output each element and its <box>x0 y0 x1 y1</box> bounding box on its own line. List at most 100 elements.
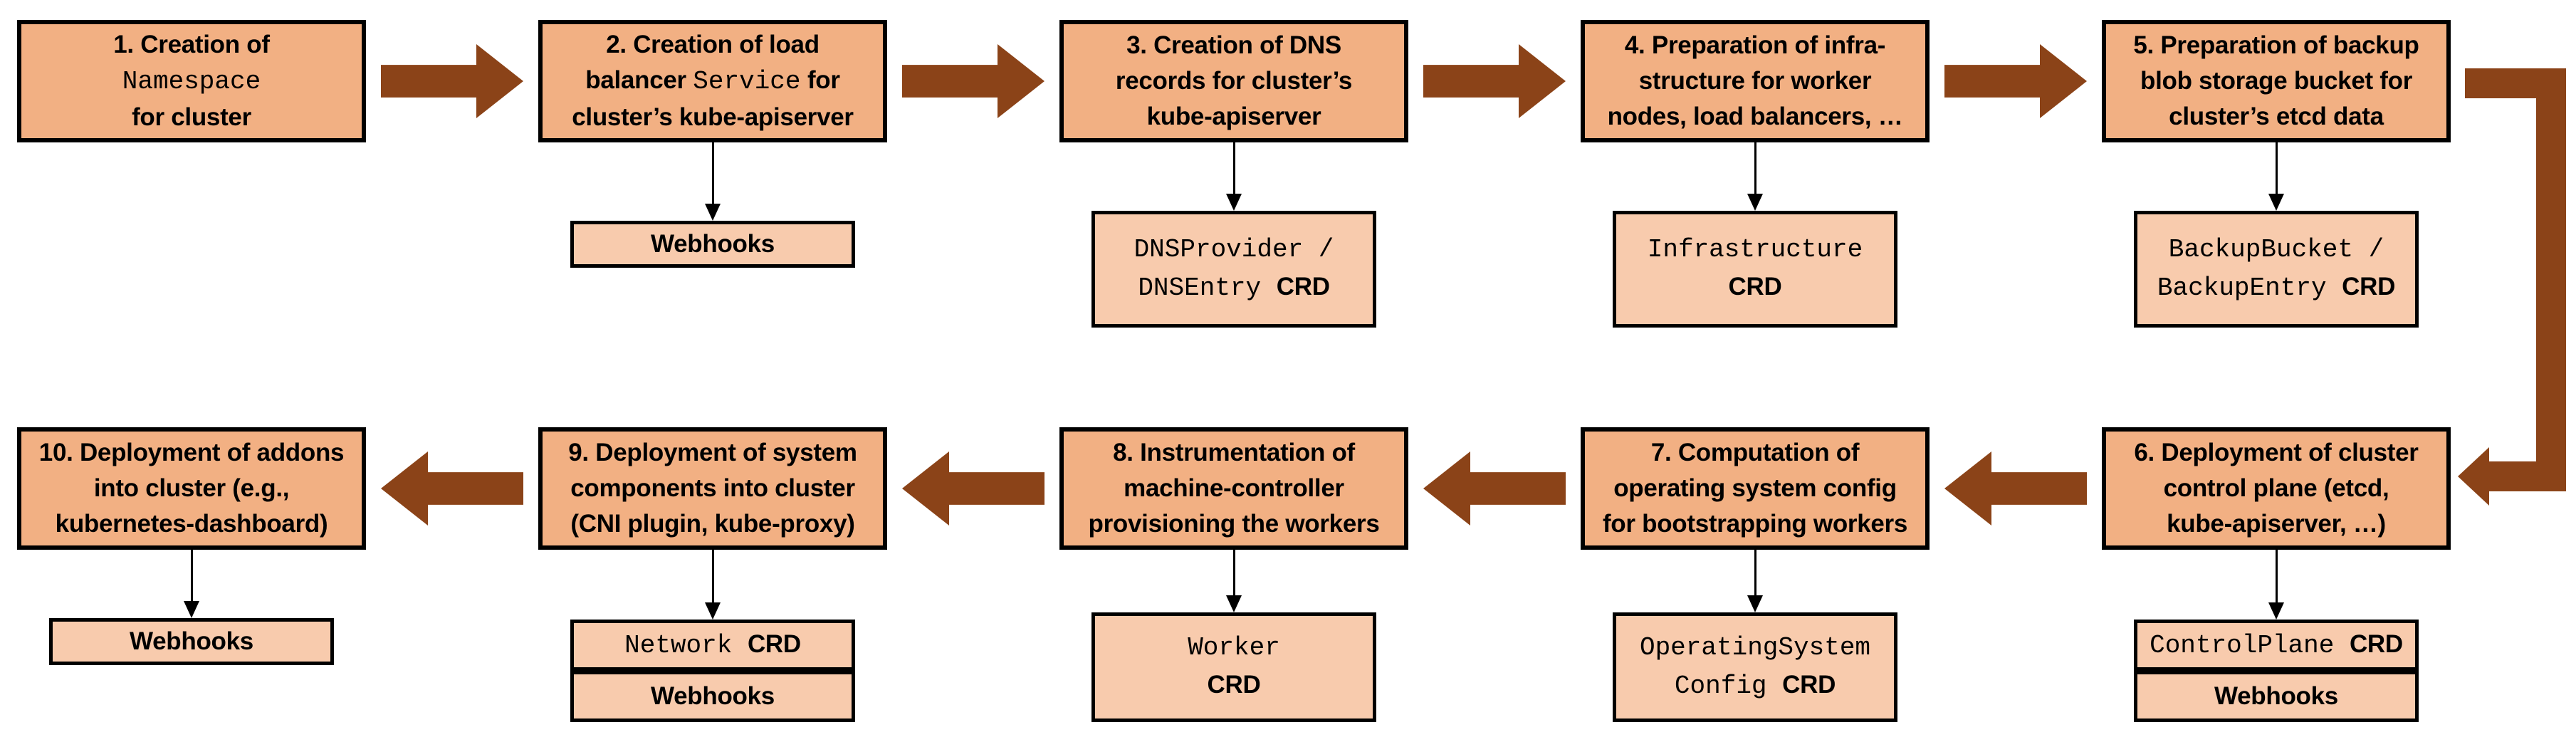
step-box-10: 10. Deployment of addons into cluster (e… <box>17 427 366 550</box>
step-box-5: 5. Preparation of backup blob storage bu… <box>2102 20 2451 142</box>
step-7-text: operating system config <box>1613 474 1897 502</box>
crd-connector-line-4 <box>1754 142 1756 195</box>
crd-connector-line-7 <box>1754 550 1756 597</box>
step-6-line-1: 6. Deployment of cluster <box>2134 435 2419 471</box>
crd-connector-arrowhead-8 <box>1226 595 1242 612</box>
step-box-2: 2. Creation of load balancer Service for… <box>538 20 887 142</box>
worker-crd-box: Worker CRD <box>1091 612 1376 722</box>
webhooks-label: Webhooks <box>651 230 775 258</box>
step-box-8: 8. Instrumentation of machine-controller… <box>1059 427 1408 550</box>
step-4-line-2: structure for worker <box>1639 63 1872 99</box>
step-7-line-3: for bootstrapping workers <box>1603 506 1907 542</box>
step-5-line-3: cluster’s etcd data <box>2169 99 2384 135</box>
step-6-text: control plane (etcd, <box>2163 474 2389 502</box>
step-8-line-1: 8. Instrumentation of <box>1113 435 1355 471</box>
step-8-text: machine-controller <box>1124 474 1344 502</box>
controlplane-crd-box: ControlPlane CRD <box>2134 620 2419 671</box>
crd-connector-arrowhead-7 <box>1747 595 1763 612</box>
step-3-line-1: 3. Creation of DNS <box>1126 28 1341 63</box>
backup-crd-mono-text: BackupEntry <box>2157 273 2342 303</box>
dns-crd-line-1: DNSProvider / <box>1134 231 1334 268</box>
step-2-line-3: cluster’s kube-apiserver <box>572 100 854 135</box>
flow-arrow-3-to-4 <box>1423 44 1566 118</box>
backup-crd-line-1: BackupBucket / <box>2169 231 2384 268</box>
crd-label: CRD <box>1207 671 1261 699</box>
step-6-line-2: control plane (etcd, <box>2164 471 2389 506</box>
operatingsystemconfig-crd-box: OperatingSystem Config CRD <box>1613 612 1897 722</box>
step-1-line-1: 1. Creation of <box>113 27 270 63</box>
step-8-line-2: machine-controller <box>1124 471 1344 506</box>
step-8-text: 8. Instrumentation of <box>1113 439 1355 466</box>
crd-connector-line-9 <box>712 550 714 604</box>
dns-crd-mono-text: DNSProvider / <box>1133 235 1334 264</box>
step-10-text: kubernetes-dashboard) <box>55 510 328 538</box>
crd-connector-arrowhead-10 <box>184 601 199 618</box>
step-10-line-2: into cluster (e.g., <box>94 471 290 506</box>
step-4-text: structure for worker <box>1638 67 1872 95</box>
step-9-line-1: 9. Deployment of system <box>568 435 857 471</box>
step-5-text: cluster’s etcd data <box>2169 103 2384 130</box>
step-6-text: 6. Deployment of cluster <box>2134 439 2419 466</box>
network-crd-mono-text: Network <box>624 631 748 660</box>
dns-crd-mono-text: DNSEntry <box>1138 273 1277 303</box>
crd-connector-arrowhead-2 <box>705 204 721 221</box>
step-10-line-1: 10. Deployment of addons <box>39 435 345 471</box>
step-2-mono-text: Service <box>693 67 801 96</box>
step-3-line-2: records for cluster’s <box>1116 63 1352 99</box>
infrastructure-crd-line-1: Infrastructure <box>1648 231 1863 268</box>
step-4-line-1: 4. Preparation of infra- <box>1624 28 1886 63</box>
crd-connector-line-2 <box>712 142 714 205</box>
worker-crd-line-2: CRD <box>1208 667 1261 705</box>
flow-arrow-7-to-8 <box>1423 451 1566 526</box>
webhooks-label: Webhooks <box>2214 682 2338 710</box>
crd-connector-arrowhead-9 <box>705 602 721 620</box>
backup-crd-line-2: BackupEntry CRD <box>2157 268 2395 307</box>
step-3-line-3: kube-apiserver <box>1147 99 1321 135</box>
step-2-text: cluster’s kube-apiserver <box>572 103 854 131</box>
step-2-text: for <box>800 66 840 94</box>
step-8-text: provisioning the workers <box>1088 510 1380 538</box>
step-2-text: balancer <box>585 66 693 94</box>
flow-connector-5-6-bottom-segment <box>2489 461 2566 491</box>
step-6-line-3: kube-apiserver, …) <box>2167 506 2386 542</box>
backup-crd-mono-text: BackupBucket / <box>2168 235 2384 264</box>
flow-arrow-4-to-5 <box>1944 44 2087 118</box>
step-4-line-3: nodes, load balancers, … <box>1608 99 1903 135</box>
flow-arrow-1-to-2 <box>381 44 523 118</box>
crd-connector-line-8 <box>1233 550 1235 597</box>
step-5-line-2: blob storage bucket for <box>2140 63 2412 99</box>
flow-arrow-9-to-10 <box>381 451 523 526</box>
crd-label: CRD <box>2342 273 2396 301</box>
flow-connector-5-6-vertical-segment <box>2536 68 2566 491</box>
crd-connector-arrowhead-5 <box>2268 194 2284 211</box>
step-5-text: 5. Preparation of backup <box>2133 31 2419 59</box>
infrastructure-crd-box: Infrastructure CRD <box>1613 211 1897 328</box>
step-7-text: for bootstrapping workers <box>1602 510 1908 538</box>
step-3-text: records for cluster’s <box>1115 67 1353 95</box>
infrastructure-crd-line-2: CRD <box>1729 268 1782 307</box>
step-9-text: 9. Deployment of system <box>568 439 857 466</box>
step-4-text: 4. Preparation of infra- <box>1624 31 1886 59</box>
step-6-text: kube-apiserver, …) <box>2167 510 2386 538</box>
step-9-line-3: (CNI plugin, kube-proxy) <box>570 506 854 542</box>
step-7-line-1: 7. Computation of <box>1651 435 1860 471</box>
crd-connector-arrowhead-6 <box>2268 602 2284 620</box>
step-1-text: for cluster <box>132 103 251 131</box>
step-3-text: 3. Creation of DNS <box>1126 31 1341 59</box>
step-box-7: 7. Computation of operating system confi… <box>1581 427 1930 550</box>
crd-label: CRD <box>1276 273 1330 301</box>
step-9-line-2: components into cluster <box>570 471 855 506</box>
step-box-9: 9. Deployment of system components into … <box>538 427 887 550</box>
crd-label: CRD <box>1728 273 1782 301</box>
worker-crd-line-1: Worker <box>1188 629 1280 667</box>
step-3-text: kube-apiserver <box>1146 103 1321 130</box>
step-box-1: 1. Creation of Namespace for cluster <box>17 20 366 142</box>
step-box-3: 3. Creation of DNS records for cluster’s… <box>1059 20 1408 142</box>
backup-crd-box: BackupBucket / BackupEntry CRD <box>2134 211 2419 328</box>
step-2-text: 2. Creation of load <box>606 31 820 58</box>
infrastructure-crd-mono-text: Infrastructure <box>1647 235 1863 264</box>
crd-connector-line-5 <box>2276 142 2278 195</box>
controlplane-crd-mono-text: ControlPlane <box>2150 631 2350 660</box>
step-1-mono-text: Namespace <box>122 67 261 96</box>
step-9-text: (CNI plugin, kube-proxy) <box>570 510 855 538</box>
